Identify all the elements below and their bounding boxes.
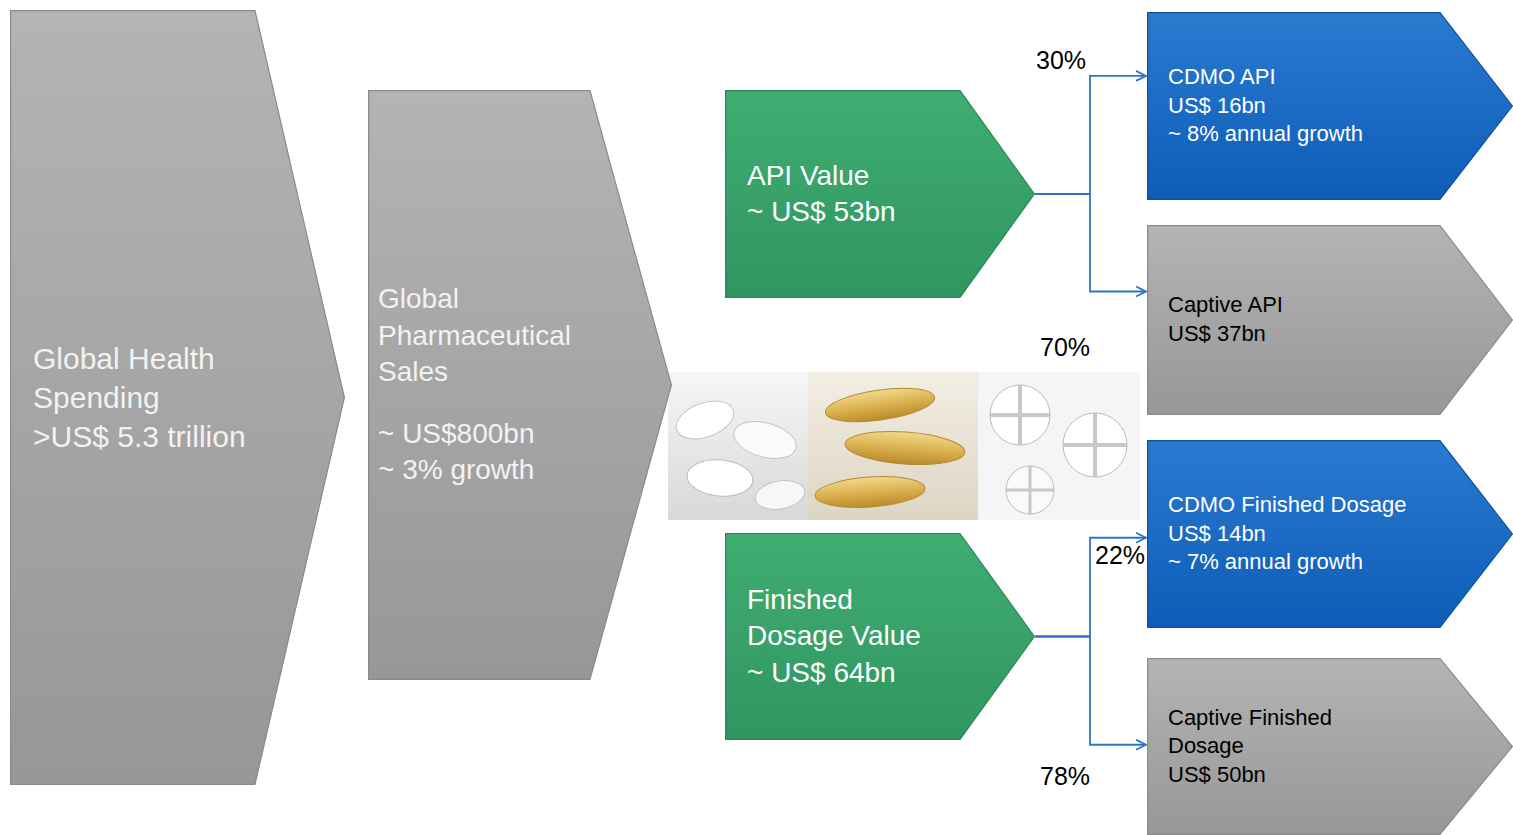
text-stack: Global Health Spending>US$ 5.3 trillion bbox=[33, 339, 255, 456]
box-value: ~ 3% growth bbox=[378, 452, 590, 488]
chevron-shape bbox=[1148, 13, 1513, 200]
scored-tablet bbox=[1006, 466, 1054, 514]
chevron-shape bbox=[1148, 226, 1513, 415]
oval-tablet bbox=[753, 477, 807, 513]
box-value: >US$ 5.3 trillion bbox=[33, 417, 255, 456]
gel-capsule bbox=[823, 382, 936, 427]
branch-arrow bbox=[1035, 538, 1146, 637]
box-value: ~ US$ 64bn bbox=[747, 655, 947, 691]
box-value: ~ US$ 53bn bbox=[747, 194, 947, 230]
text-stack: Global Pharmaceutical Sales ~ US$800bn~ 3… bbox=[378, 281, 590, 488]
box-content: Captive Finished DosageUS$ 50bn bbox=[1147, 658, 1513, 835]
box-content: API Value~ US$ 53bn bbox=[725, 90, 1035, 298]
chevron-shape bbox=[726, 91, 1035, 298]
chevron-outline bbox=[1147, 225, 1513, 415]
branch-arrow bbox=[1035, 76, 1146, 194]
box-heading: API Value bbox=[747, 158, 947, 194]
box-heading: Captive API bbox=[1168, 291, 1440, 320]
chevron-box: Global Health Spending>US$ 5.3 trillion bbox=[10, 10, 345, 785]
text-stack: Captive Finished DosageUS$ 50bn bbox=[1168, 704, 1368, 790]
box-content: Finished Dosage Value~ US$ 64bn bbox=[725, 533, 1035, 740]
photo-panel bbox=[668, 372, 808, 520]
value-chevron: API Value~ US$ 53bn bbox=[725, 90, 1035, 298]
pill-photo bbox=[668, 372, 1140, 520]
box-value: US$ 37bn bbox=[1168, 320, 1440, 349]
box-value: US$ 50bn bbox=[1168, 761, 1368, 790]
share-percentage: 78% bbox=[1040, 764, 1090, 789]
box-heading: CDMO Finished Dosage bbox=[1168, 491, 1440, 520]
cdmo-chevron: CDMO Finished DosageUS$ 14bn~ 7% annual … bbox=[1147, 440, 1513, 628]
box-heading: Global Health Spending bbox=[33, 339, 255, 417]
box-value: ~ 8% annual growth bbox=[1168, 120, 1440, 149]
box-content: Global Pharmaceutical Sales ~ US$800bn~ 3… bbox=[368, 90, 672, 680]
chevron-outline bbox=[725, 90, 1035, 298]
box-value: ~ 7% annual growth bbox=[1168, 548, 1440, 577]
box-content: Global Health Spending>US$ 5.3 trillion bbox=[10, 10, 345, 785]
chevron-shape bbox=[369, 91, 672, 680]
box-heading: Finished Dosage Value bbox=[747, 582, 947, 655]
text-stack: Captive APIUS$ 37bn bbox=[1168, 291, 1440, 348]
box-content: CDMO APIUS$ 16bn~ 8% annual growth bbox=[1147, 12, 1513, 200]
share-percentage: 22% bbox=[1095, 543, 1145, 568]
scored-tablet bbox=[1063, 413, 1127, 477]
box-heading: Captive Finished Dosage bbox=[1168, 704, 1368, 761]
branch-arrow bbox=[1035, 637, 1146, 745]
oval-tablet bbox=[686, 457, 755, 499]
chevron-shape bbox=[1148, 659, 1513, 835]
text-stack: Finished Dosage Value~ US$ 64bn bbox=[747, 582, 947, 691]
captive-chevron: Captive APIUS$ 37bn bbox=[1147, 225, 1513, 415]
text-stack: CDMO APIUS$ 16bn~ 8% annual growth bbox=[1168, 63, 1440, 149]
oval-tablet bbox=[671, 394, 739, 446]
chevron-shape bbox=[11, 11, 345, 785]
photo-panel bbox=[808, 372, 978, 520]
cdmo-chevron: CDMO APIUS$ 16bn~ 8% annual growth bbox=[1147, 12, 1513, 200]
photo-panel bbox=[978, 372, 1140, 520]
value-chevron: Finished Dosage Value~ US$ 64bn bbox=[725, 533, 1035, 740]
box-heading: CDMO API bbox=[1168, 63, 1440, 92]
text-stack: CDMO Finished DosageUS$ 14bn~ 7% annual … bbox=[1168, 491, 1440, 577]
chevron-shape bbox=[1148, 441, 1513, 628]
oval-tablet bbox=[730, 415, 801, 464]
chevron-box: Global Pharmaceutical Sales ~ US$800bn~ 3… bbox=[368, 90, 672, 680]
box-value: US$ 16bn bbox=[1168, 92, 1440, 121]
text-stack: API Value~ US$ 53bn bbox=[747, 158, 947, 231]
gel-capsule bbox=[814, 473, 926, 511]
gel-capsule bbox=[844, 428, 966, 468]
box-content: Captive APIUS$ 37bn bbox=[1147, 225, 1513, 415]
captive-chevron: Captive Finished DosageUS$ 50bn bbox=[1147, 658, 1513, 835]
scored-tablet bbox=[990, 385, 1050, 445]
box-value: ~ US$800bn bbox=[378, 416, 590, 452]
share-percentage: 70% bbox=[1040, 335, 1090, 360]
box-heading: Global Pharmaceutical Sales bbox=[378, 281, 590, 390]
box-value: US$ 14bn bbox=[1168, 520, 1440, 549]
branch-arrow bbox=[1035, 194, 1146, 292]
share-percentage: 30% bbox=[1036, 48, 1086, 73]
box-content: CDMO Finished DosageUS$ 14bn~ 7% annual … bbox=[1147, 440, 1513, 628]
chevron-shape bbox=[726, 534, 1035, 740]
